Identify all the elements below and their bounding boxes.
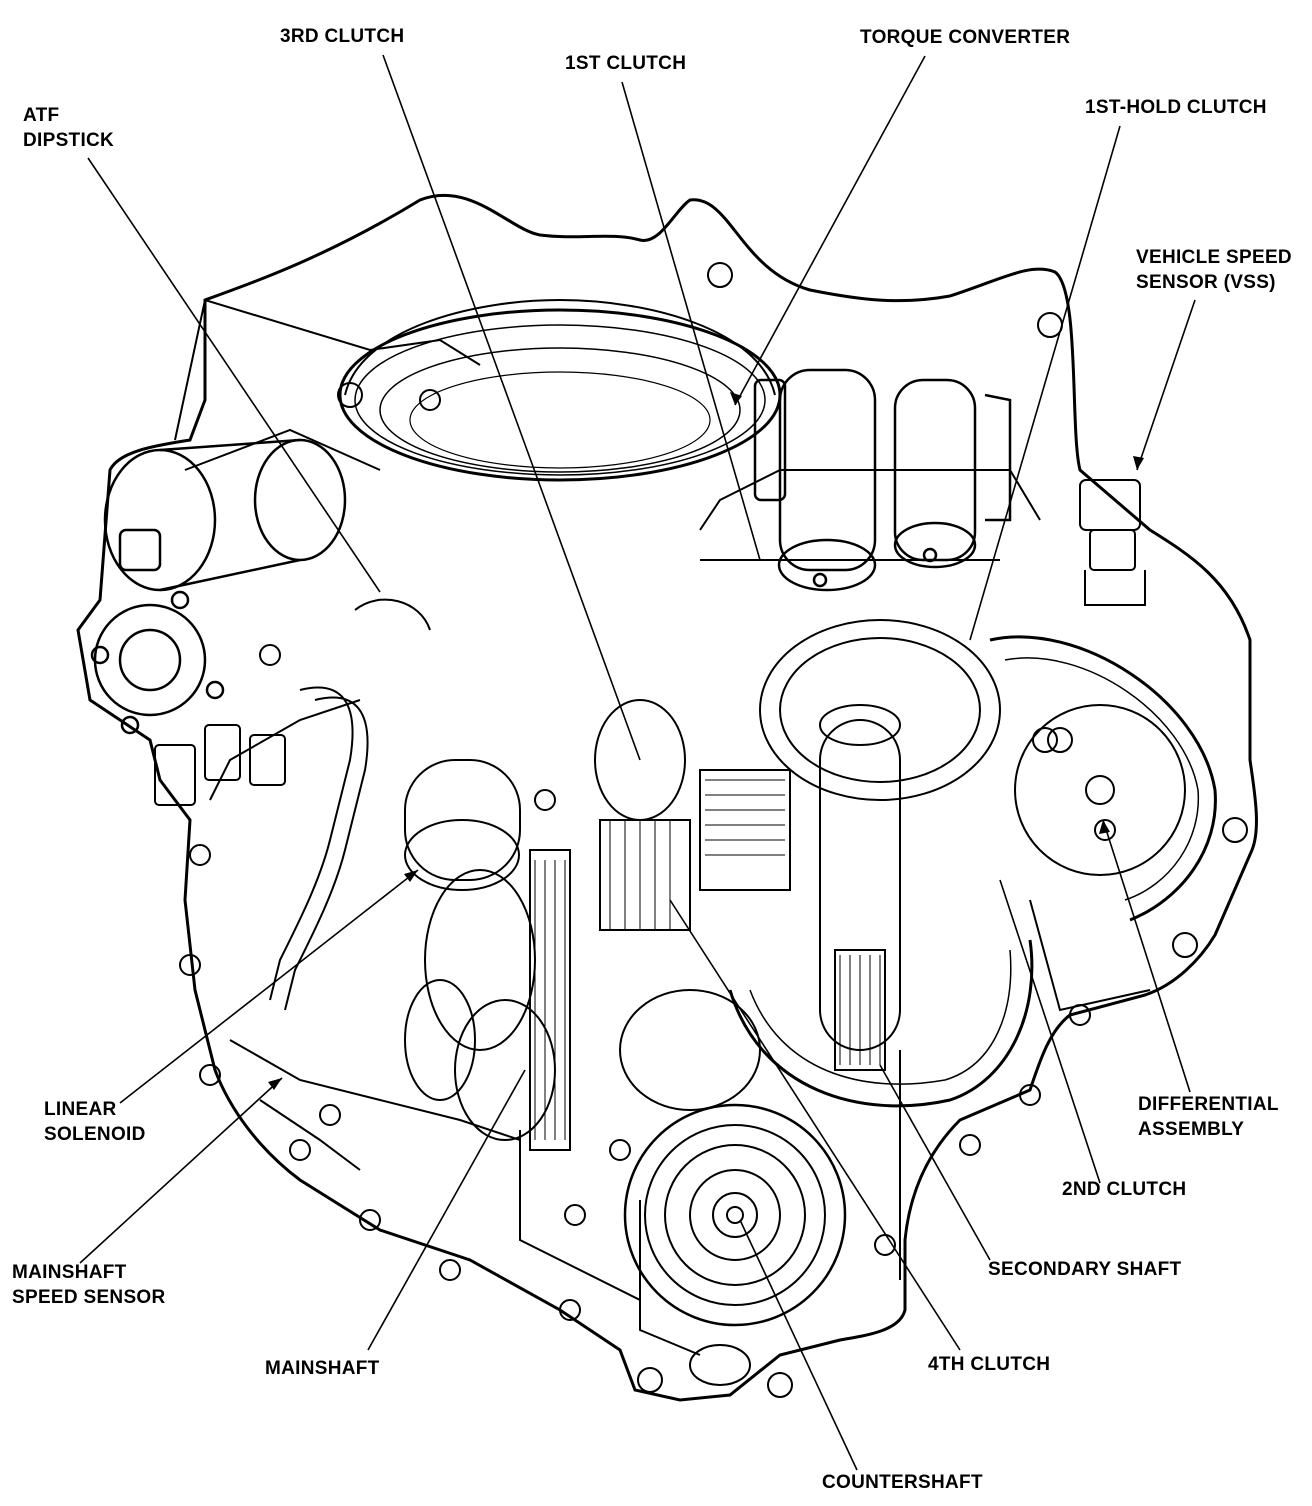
leader-mainshaft [367, 1069, 526, 1351]
label-linear-solenoid-line1: LINEAR [44, 1099, 117, 1120]
leader-1st-clutch [621, 81, 761, 561]
leader-1st-hold-clutch [969, 125, 1121, 641]
right-solenoid-bodies [753, 368, 1012, 592]
gear-train [404, 619, 1217, 1386]
leader-3rd-clutch [382, 54, 641, 761]
label-differential-line2: ASSEMBLY [1138, 1119, 1245, 1140]
arrowhead-linear-solenoid [404, 870, 418, 882]
leader-secondary-shaft [879, 1064, 991, 1261]
label-secondary-shaft: SECONDARY SHAFT [988, 1259, 1182, 1280]
label-mainshaft-speed-sensor: MAINSHAFT SPEED SENSOR [12, 1260, 166, 1310]
leader-vss [1136, 299, 1196, 471]
case-bolts [179, 262, 1248, 1398]
leader-lines [79, 54, 1196, 1471]
label-mss-line1: MAINSHAFT [12, 1262, 127, 1283]
label-mss-line2: SPEED SENSOR [12, 1287, 166, 1308]
label-torque-converter: TORQUE CONVERTER [860, 27, 1071, 48]
leader-4th-clutch [669, 899, 961, 1351]
label-atf-dipstick-line1: ATF [23, 105, 60, 126]
leader-countershaft [739, 1219, 858, 1471]
arrowhead-mainshaft-speed-sensor [268, 1078, 282, 1090]
label-vss-line2: SENSOR (VSS) [1136, 272, 1276, 293]
label-countershaft: COUNTERSHAFT [822, 1472, 983, 1493]
label-vehicle-speed-sensor: VEHICLE SPEED SENSOR (VSS) [1136, 245, 1292, 295]
leader-atf-dipstick [87, 157, 381, 593]
arrowhead-differential [1099, 820, 1110, 834]
housing [76, 193, 1258, 1402]
label-mainshaft: MAINSHAFT [265, 1358, 380, 1379]
leader-2nd-clutch [999, 879, 1101, 1184]
label-differential-assembly: DIFFERENTIAL ASSEMBLY [1138, 1092, 1279, 1142]
label-1st-hold-clutch: 1ST-HOLD CLUTCH [1085, 97, 1267, 118]
label-differential-line1: DIFFERENTIAL [1138, 1094, 1279, 1115]
leader-linear-solenoid [119, 869, 419, 1104]
label-atf-dipstick-line2: DIPSTICK [23, 130, 115, 151]
label-2nd-clutch: 2ND CLUTCH [1062, 1179, 1187, 1200]
label-1st-clutch: 1ST CLUTCH [565, 53, 687, 74]
arrowhead-vss [1133, 456, 1144, 470]
leader-torque-converter [734, 55, 926, 406]
arrowhead-torque-converter [730, 392, 742, 405]
case-frame [174, 298, 1151, 1356]
leader-differential [1102, 819, 1191, 1093]
vss-sensor [1079, 479, 1146, 606]
label-vss-line1: VEHICLE SPEED [1136, 247, 1292, 268]
leader-mainshaft-speed-sensor [79, 1077, 283, 1264]
shift-actuator [90, 438, 347, 735]
label-atf-dipstick: ATF DIPSTICK [23, 103, 114, 153]
label-linear-solenoid: LINEAR SOLENOID [44, 1097, 146, 1147]
label-3rd-clutch: 3RD CLUTCH [280, 26, 405, 47]
label-linear-solenoid-line2: SOLENOID [44, 1124, 146, 1145]
label-4th-clutch: 4TH CLUTCH [928, 1354, 1051, 1375]
torque-converter-ring [338, 298, 782, 482]
harness-connectors [154, 598, 431, 1011]
